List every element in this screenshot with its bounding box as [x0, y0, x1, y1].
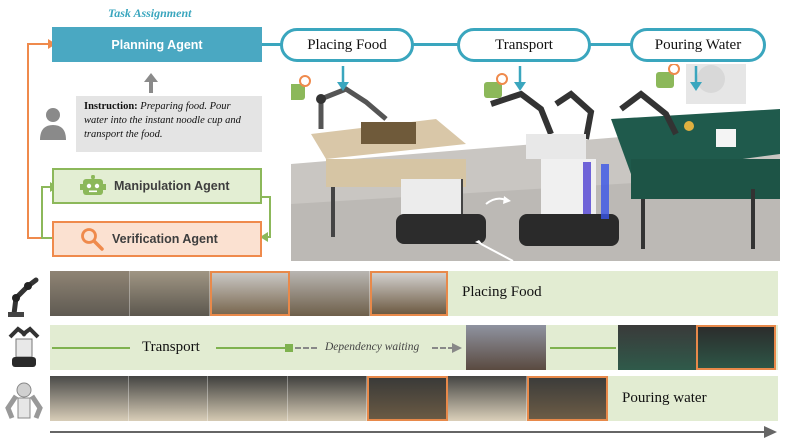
time-axis: [50, 431, 768, 433]
row2-dot: [285, 344, 293, 352]
row2-frame-1: [466, 325, 546, 370]
task-pill-pouring-water: Pouring Water: [630, 28, 766, 62]
row3-label: Pouring water: [622, 390, 707, 406]
manipulation-agent-label: Manipulation Agent: [114, 179, 230, 193]
instruction-text: Preparing food. Pour water into the inst…: [84, 101, 241, 140]
row3-frame-5: [367, 376, 448, 421]
row1-label: Placing Food: [462, 284, 542, 300]
row1-frame-2: [130, 271, 210, 316]
row2-waiting-label: Dependency waiting: [325, 341, 420, 353]
row3-frame-3: [208, 376, 288, 421]
row2-dash-left: [295, 347, 317, 349]
row3-frames: [50, 376, 608, 421]
row3-frame-1: [50, 376, 129, 421]
row1-frames: [50, 271, 448, 316]
verification-agent-box: Verification Agent: [52, 221, 262, 257]
robot-icon: [80, 175, 106, 195]
time-axis-arrow-icon: [764, 426, 777, 438]
row2-line-mid: [216, 347, 288, 349]
dual-arm-robot-icon-row3: [5, 382, 43, 419]
scene-illustration: [291, 64, 780, 261]
manipulation-agent-box: Manipulation Agent: [52, 168, 262, 204]
row1-frame-3: [210, 271, 290, 316]
planning-agent-box: Planning Agent: [52, 27, 262, 62]
row2-line-right: [550, 347, 616, 349]
row3-frame-6: [448, 376, 527, 421]
row1-frame-4: [290, 271, 370, 316]
instruction-box: Instruction: Preparing food. Pour water …: [76, 96, 262, 152]
up-arrow-icon: [144, 73, 158, 93]
mobile-robot-icon-row2: [8, 326, 40, 367]
row2-arrow-head: [452, 343, 462, 353]
task-pill-placing-food: Placing Food: [280, 28, 414, 62]
row3-frame-2: [129, 376, 208, 421]
planning-agent-label: Planning Agent: [111, 37, 203, 52]
row2-label: Transport: [142, 339, 200, 355]
planning-connector-line: [262, 43, 282, 46]
row2-frame-2: [618, 325, 696, 370]
row2-dash-right: [432, 347, 454, 349]
user-icon: [40, 108, 66, 140]
row2-line-left: [52, 347, 130, 349]
magnifier-icon: [81, 228, 104, 251]
instruction-label: Instruction:: [84, 101, 138, 112]
task-pill-transport: Transport: [457, 28, 591, 62]
row1-frame-5: [370, 271, 448, 316]
robot-arm-icon-row1: [8, 277, 39, 317]
row2-frame-3: [696, 325, 776, 370]
task-assignment-title: Task Assignment: [108, 6, 192, 20]
robot-scene-photo: [291, 64, 780, 261]
verification-agent-label: Verification Agent: [112, 232, 218, 246]
row1-frame-1: [50, 271, 130, 316]
row3-frame-7: [527, 376, 608, 421]
row3-frame-4: [288, 376, 367, 421]
